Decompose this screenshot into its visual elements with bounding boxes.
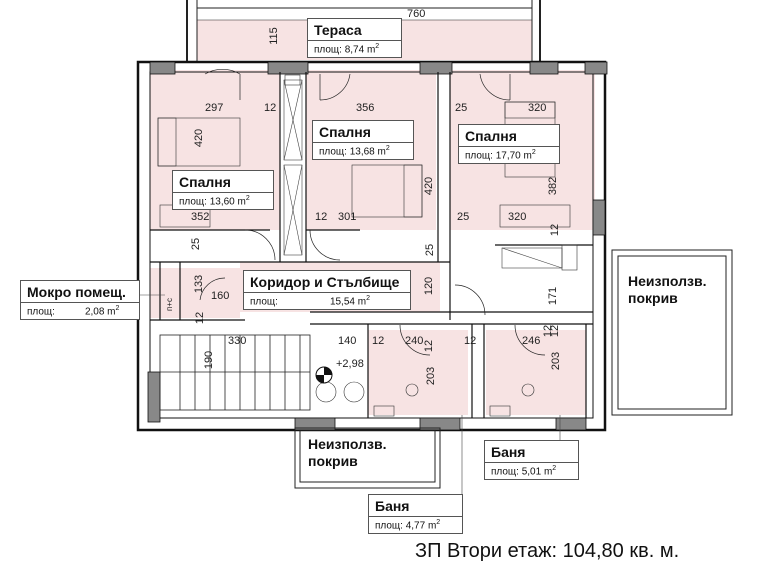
dim-12: 12: [264, 102, 277, 114]
dim-12: 12: [542, 324, 555, 338]
dim-382: 382: [547, 176, 560, 196]
room-name: Мокро помещ.: [27, 284, 126, 300]
room-area: площ: 17,70 m2: [459, 146, 559, 163]
room-fills: [150, 20, 595, 415]
room-name: Баня: [491, 444, 526, 460]
room-label-bath-right: Баня площ: 5,01 m2: [484, 440, 579, 481]
dim-246: 246: [522, 335, 541, 347]
dim-760: 760: [407, 8, 426, 20]
dim-12: 12: [549, 223, 562, 237]
room-label-roof-bottom: Неизползв. покрив: [302, 433, 392, 472]
room-label-bath-bottom: Баня площ: 4,77 m2: [368, 494, 463, 535]
elevation-label: +2,98: [336, 358, 364, 370]
dim-203: 203: [550, 351, 563, 371]
room-name: Коридор и Стълбище: [250, 274, 400, 290]
dim-25: 25: [455, 102, 468, 114]
total-area-footer: ЗП Втори етаж: 104,80 кв. м.: [415, 540, 680, 562]
dim-203: 203: [425, 366, 438, 386]
dim-25: 25: [190, 237, 203, 251]
furniture: [157, 74, 578, 417]
room-area: площ:2,08 m2: [21, 302, 139, 319]
room-label-roof-right: Неизползв. покрив: [622, 270, 712, 309]
dim-420: 420: [423, 176, 436, 196]
dim-352: 352: [191, 211, 210, 223]
dim-133: 133: [193, 274, 206, 294]
roof-outlines: [294, 249, 733, 489]
room-name: Неизползв. покрив: [628, 273, 707, 306]
dim-330: 330: [228, 335, 247, 347]
dim-115: 115: [267, 27, 280, 45]
dim-297: 297: [205, 102, 224, 114]
dim-12: 12: [423, 339, 436, 353]
room-area: площ: 8,74 m2: [308, 40, 401, 57]
room-area: площ: 5,01 m2: [485, 462, 578, 479]
dim-12: 12: [464, 335, 477, 347]
room-name: Баня: [375, 498, 410, 514]
pc-label: п+с: [165, 297, 175, 312]
dim-190: 190: [203, 350, 216, 370]
dim-120: 120: [423, 276, 436, 296]
room-label-terrace: Тераса площ: 8,74 m2: [307, 18, 402, 59]
staircase: [159, 334, 311, 411]
room-name: Неизползв. покрив: [308, 436, 387, 469]
room-area: площ:15,54 m2: [244, 292, 410, 309]
shaft-cross: [283, 79, 563, 269]
dim-12: 12: [372, 335, 385, 347]
interior-walls: [150, 72, 593, 418]
dim-25: 25: [424, 243, 437, 257]
room-area: площ: 13,60 m2: [173, 192, 273, 209]
dim-12: 12: [194, 311, 207, 325]
leader-lines: [140, 294, 561, 496]
door-swings: [199, 68, 546, 356]
room-label-bedroom-right: Спалня площ: 17,70 m2: [458, 124, 560, 165]
wall-hatches: [147, 61, 608, 431]
room-name: Спалня: [319, 124, 371, 140]
room-label-bedroom-middle: Спалня площ: 13,68 m2: [312, 120, 414, 161]
room-area: площ: 4,77 m2: [369, 516, 462, 533]
room-name: Спалня: [465, 128, 517, 144]
dim-171: 171: [547, 286, 560, 306]
dim-320: 320: [508, 211, 527, 223]
room-label-bedroom-left: Спалня площ: 13,60 m2: [172, 170, 274, 211]
room-label-corridor: Коридор и Стълбище площ:15,54 m2: [243, 270, 411, 311]
dim-160: 160: [211, 290, 230, 302]
dim-356: 356: [356, 102, 375, 114]
dim-140: 140: [338, 335, 357, 347]
dim-240: 240: [405, 335, 424, 347]
elevation-marker: [315, 366, 333, 384]
room-name: Спалня: [179, 174, 231, 190]
room-label-wet-room: Мокро помещ. площ:2,08 m2: [20, 280, 140, 321]
dim-301: 301: [338, 211, 357, 223]
dim-12: 12: [315, 211, 328, 223]
room-name: Тераса: [314, 22, 362, 38]
dim-320: 320: [528, 102, 547, 114]
dim-25: 25: [457, 211, 470, 223]
room-area: площ: 13,68 m2: [313, 142, 413, 159]
dim-420: 420: [193, 128, 206, 148]
